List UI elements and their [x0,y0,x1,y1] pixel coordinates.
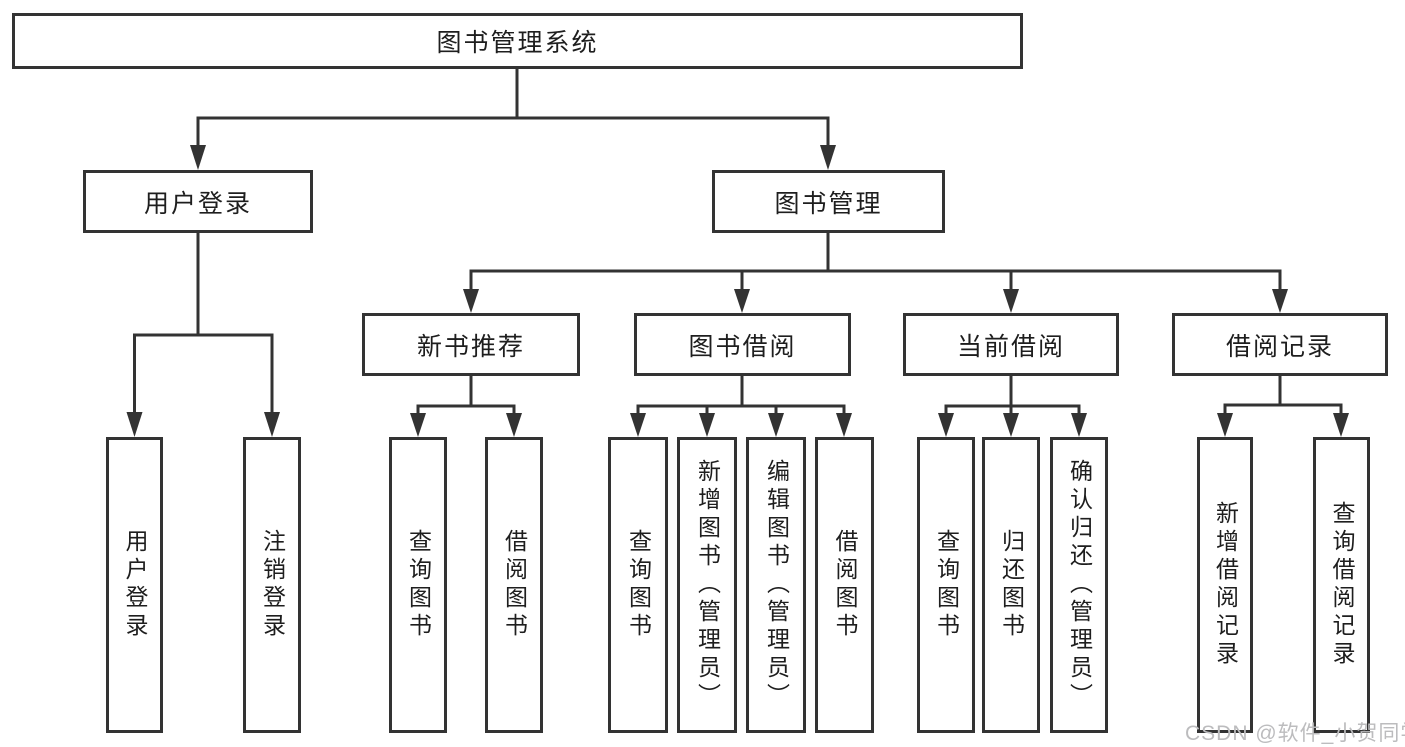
node-book-management-module: 图书管理 [712,170,945,233]
leaf-query-borrow-record: 查询借阅记录 [1313,437,1370,733]
leaf-borrow-books-2: 借阅图书 [815,437,874,733]
node-borrow-records-label: 借阅记录 [1225,332,1334,361]
leaf-query-books-2-label: 查询图书 [625,529,652,641]
node-current-borrow: 当前借阅 [903,313,1119,376]
leaf-add-borrow-record-label: 新增借阅记录 [1212,501,1239,669]
leaf-add-borrow-record: 新增借阅记录 [1197,437,1253,733]
node-user-login-label: 用户登录 [143,189,252,218]
leaf-borrow-books-2-label: 借阅图书 [832,529,858,641]
node-root-system: 图书管理系统 [12,13,1023,69]
leaf-edit-books-admin: 编辑图书（管理员） [746,437,806,733]
leaf-query-books-1: 查询图书 [389,437,447,733]
leaf-query-books-3: 查询图书 [917,437,975,733]
node-current-borrow-label: 当前借阅 [956,332,1065,361]
leaf-return-books-label: 归还图书 [998,529,1025,641]
leaf-confirm-return-admin: 确认归还（管理员） [1050,437,1108,733]
leaf-borrow-books-1: 借阅图书 [485,437,543,733]
leaf-query-books-1-label: 查询图书 [405,529,432,641]
node-root-label: 图书管理系统 [436,29,599,57]
leaf-query-books-2: 查询图书 [608,437,668,733]
leaf-return-books: 归还图书 [982,437,1040,733]
leaf-user-login: 用户登录 [106,437,163,733]
leaf-add-books-admin: 新增图书（管理员） [677,437,737,733]
arrowhead-icons [126,145,1349,437]
csdn-watermark: CSDN @软件_小贺同学 [1185,722,1405,745]
node-new-book-recommend-label: 新书推荐 [416,332,525,361]
leaf-user-login-label: 用户登录 [122,529,148,641]
node-borrow-records: 借阅记录 [1172,313,1388,376]
leaf-query-borrow-record-label: 查询借阅记录 [1329,501,1355,669]
leaf-edit-books-admin-label: 编辑图书（管理员） [763,459,790,711]
leaf-confirm-return-admin-label: 确认归还（管理员） [1066,459,1093,711]
node-book-borrow-label: 图书借阅 [688,332,797,361]
node-new-book-recommend: 新书推荐 [362,313,580,376]
node-book-borrow: 图书借阅 [634,313,851,376]
leaf-logout: 注销登录 [243,437,301,733]
leaf-query-books-3-label: 查询图书 [933,529,960,641]
node-book-management-label: 图书管理 [774,189,883,218]
leaf-logout-label: 注销登录 [259,529,286,641]
leaf-borrow-books-1-label: 借阅图书 [501,529,528,641]
leaf-add-books-admin-label: 新增图书（管理员） [694,459,721,711]
node-user-login-module: 用户登录 [83,170,313,233]
